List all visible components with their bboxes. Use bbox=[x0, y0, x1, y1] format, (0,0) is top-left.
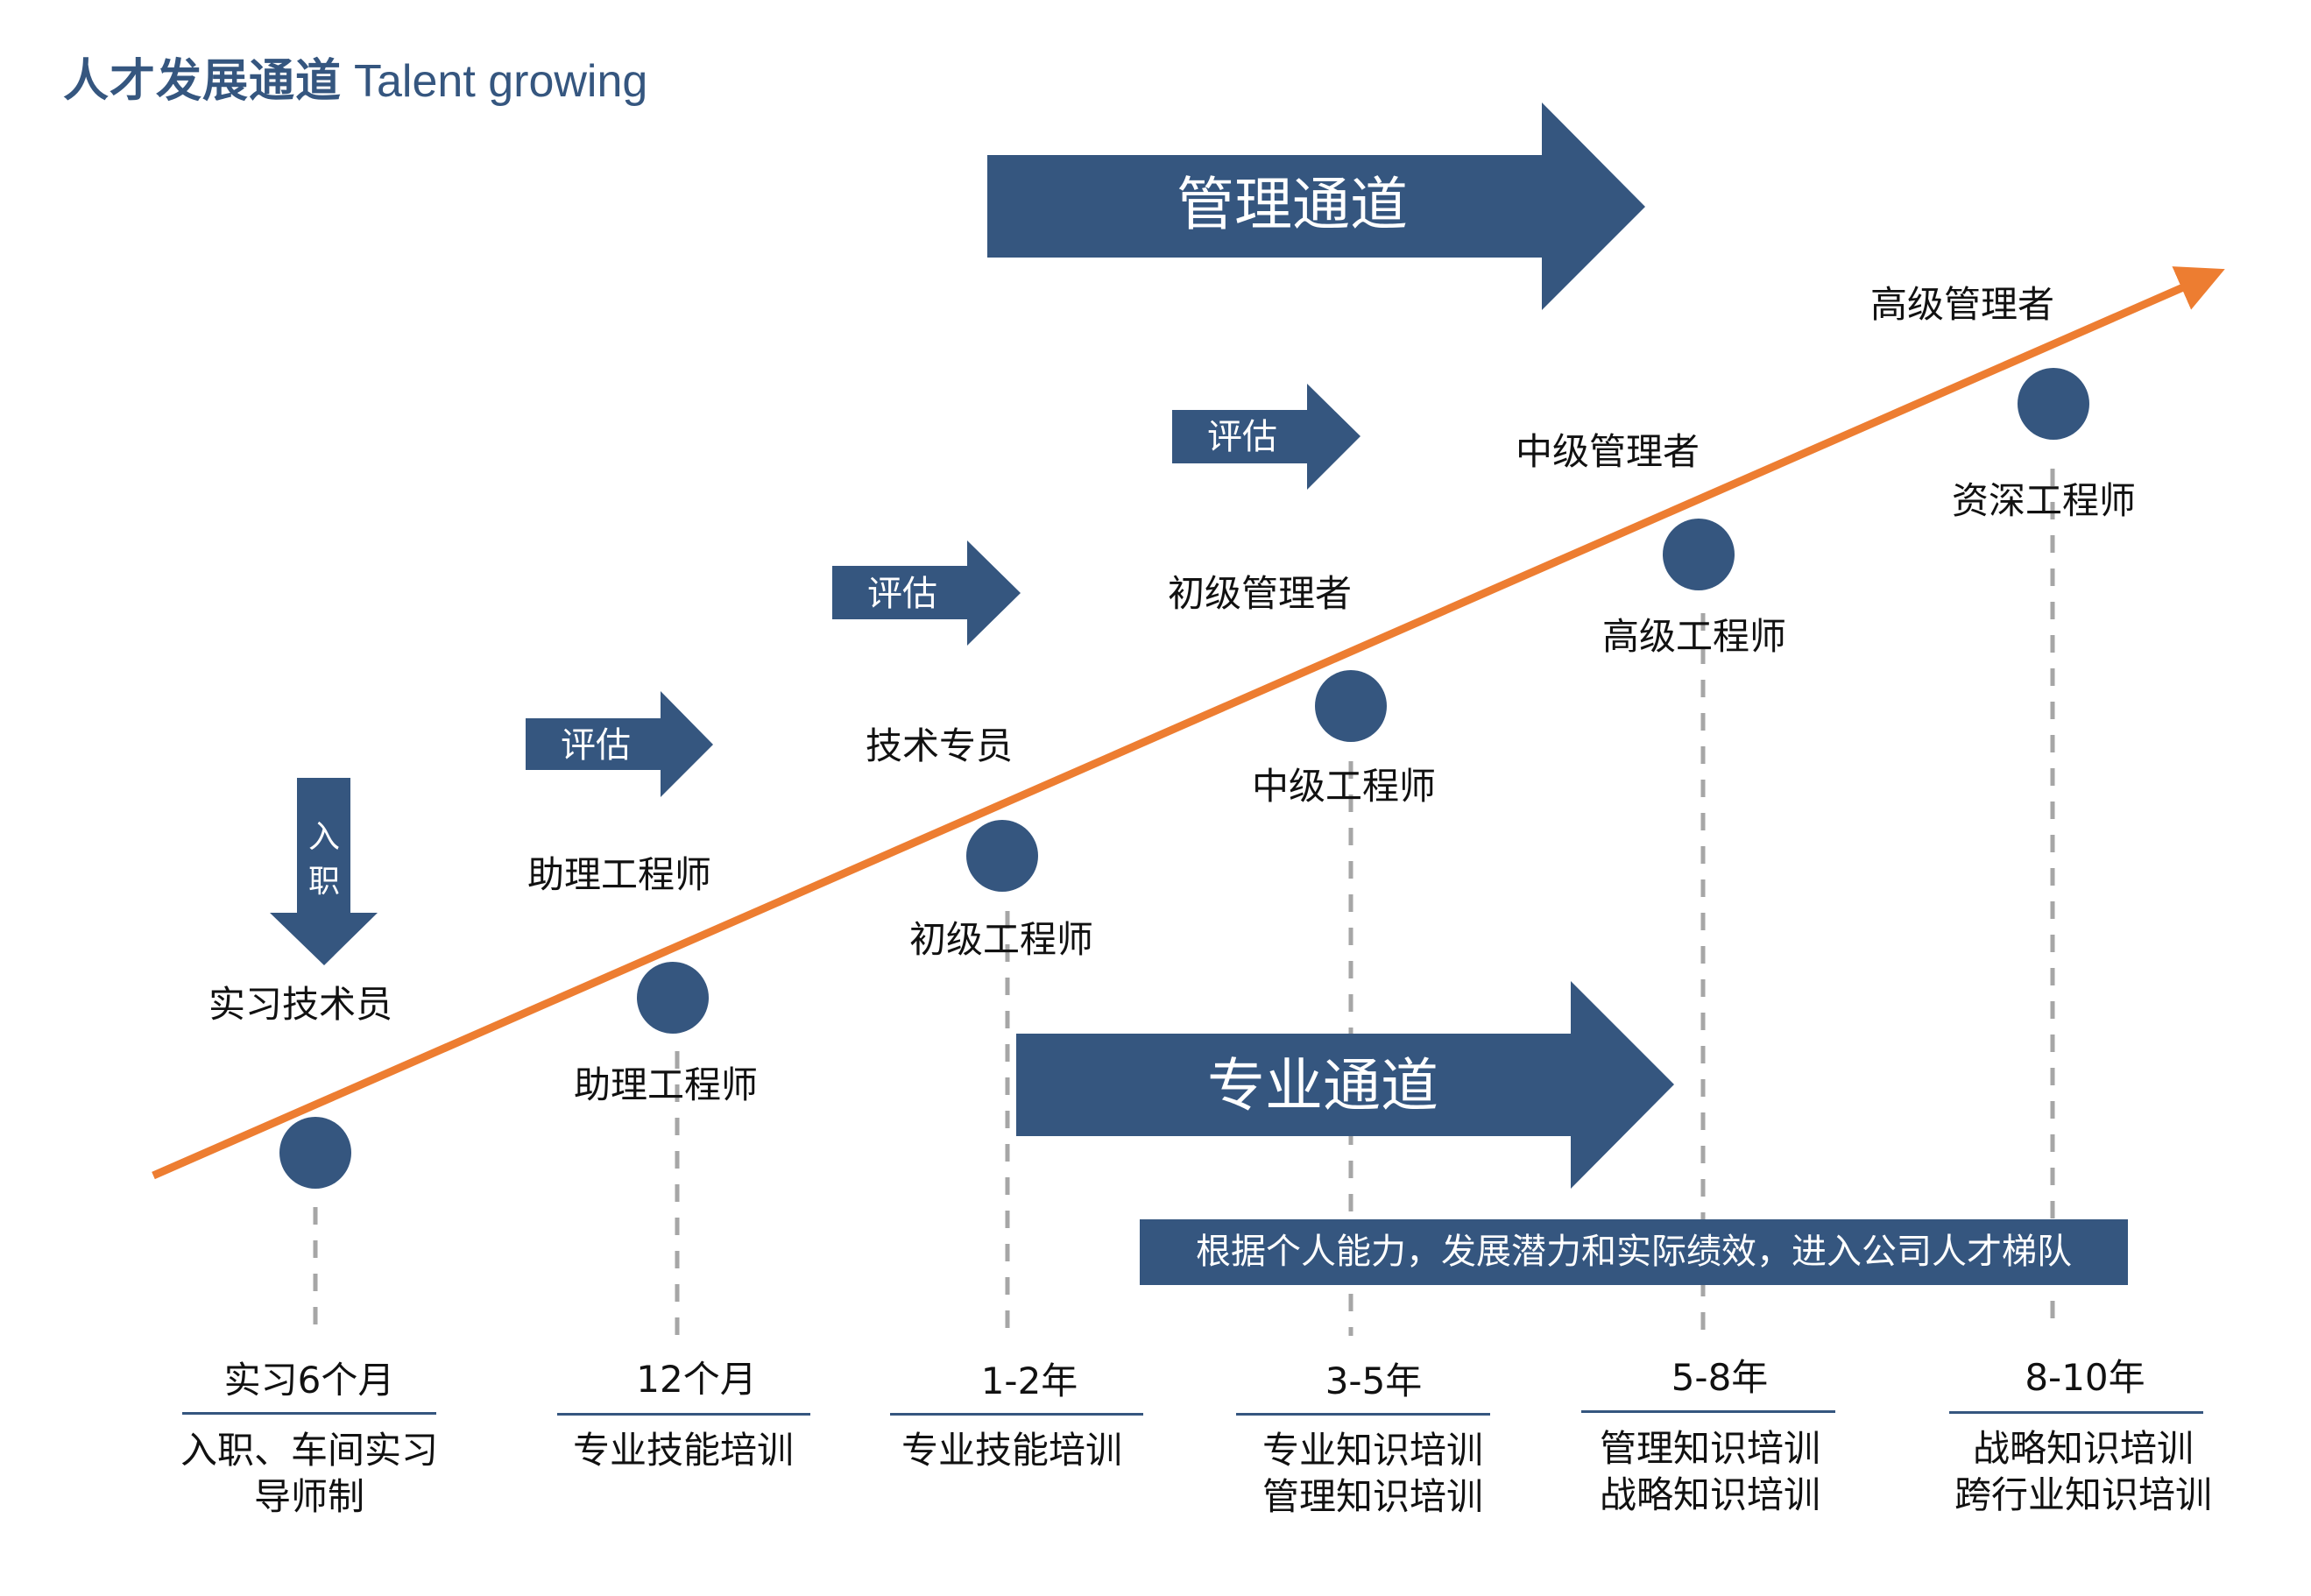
training-line: 专业技能培训 bbox=[901, 1429, 1123, 1472]
evaluate-arrow-label: 评估 bbox=[1207, 417, 1277, 457]
start-role-label: 实习技术员 bbox=[208, 983, 393, 1026]
training-text: 战略知识培训 跨行业知识培训 bbox=[1954, 1425, 2212, 1518]
tech-role-label: 初级工程师 bbox=[908, 918, 1094, 961]
period-label: 5-8年 bbox=[1671, 1356, 1769, 1399]
period-label: 实习6个月 bbox=[223, 1359, 395, 1402]
tech-role-label: 助理工程师 bbox=[573, 1063, 759, 1106]
period-underline bbox=[890, 1413, 1143, 1416]
evaluate-arrow-label: 评估 bbox=[867, 574, 937, 614]
period-underline bbox=[182, 1412, 436, 1415]
evaluate-arrow bbox=[1172, 384, 1360, 490]
training-line: 专业知识培训 bbox=[1262, 1429, 1484, 1472]
training-line: 导师制 bbox=[253, 1475, 365, 1518]
milestone-dot bbox=[966, 820, 1038, 892]
period-underline bbox=[1581, 1410, 1835, 1413]
training-line: 专业技能培训 bbox=[572, 1429, 795, 1472]
management-role-label: 中级管理者 bbox=[1515, 430, 1700, 473]
period-label: 3-5年 bbox=[1325, 1359, 1423, 1402]
period-label: 12个月 bbox=[636, 1358, 757, 1401]
evaluate-arrow bbox=[832, 540, 1021, 646]
training-text: 入职、车间实习 导师制 bbox=[180, 1427, 438, 1520]
period-underline bbox=[1949, 1411, 2203, 1414]
entry-arrow-char: 入 bbox=[308, 819, 340, 855]
training-line: 入职、车间实习 bbox=[180, 1429, 439, 1472]
training-line: 管理知识培训 bbox=[1262, 1475, 1484, 1518]
training-text: 管理知识培训 战略知识培训 bbox=[1600, 1425, 1820, 1518]
title-english: Talent growing bbox=[354, 56, 648, 107]
evaluate-arrow bbox=[526, 691, 713, 797]
professional-channel-label: 专业通道 bbox=[1207, 1052, 1438, 1119]
milestone-dot bbox=[1663, 519, 1735, 590]
training-line: 跨行业知识培训 bbox=[1954, 1473, 2213, 1516]
management-role-label: 高级管理者 bbox=[1869, 283, 2055, 326]
period-underline bbox=[1236, 1413, 1490, 1416]
evaluate-arrow-label: 评估 bbox=[561, 725, 631, 766]
title-chinese: 人才发展通道 bbox=[63, 55, 343, 108]
tech-role-label: 资深工程师 bbox=[1951, 479, 2137, 522]
tech-role-label: 高级工程师 bbox=[1601, 615, 1787, 658]
period-underline bbox=[557, 1413, 810, 1416]
period-label: 8-10年 bbox=[2025, 1356, 2145, 1399]
milestone-dot bbox=[1315, 670, 1387, 742]
training-text: 专业技能培训 bbox=[901, 1427, 1122, 1473]
growth-trend-arrow bbox=[152, 266, 2225, 1180]
entry-arrow-char: 职 bbox=[308, 864, 340, 900]
milestone-dots bbox=[279, 368, 2089, 1189]
period-label: 1-2年 bbox=[980, 1359, 1078, 1402]
professional-channel-arrow bbox=[1016, 981, 1674, 1189]
management-role-label: 技术专员 bbox=[865, 724, 1014, 767]
upper-tech-role-label: 助理工程师 bbox=[527, 853, 712, 896]
training-line: 战略知识培训 bbox=[1972, 1427, 2194, 1470]
milestone-dot bbox=[637, 962, 709, 1034]
talent-pipeline-banner: 根据个人能力，发展潜力和实际绩效，进入公司人才梯队 bbox=[1140, 1219, 2128, 1285]
training-text: 专业技能培训 bbox=[573, 1427, 794, 1473]
management-channel-label: 管理通道 bbox=[1177, 171, 1408, 238]
management-role-label: 初级管理者 bbox=[1167, 572, 1353, 615]
management-channel-arrow bbox=[987, 102, 1645, 310]
training-line: 战略知识培训 bbox=[1599, 1473, 1821, 1516]
training-text: 专业知识培训 管理知识培训 bbox=[1262, 1427, 1483, 1520]
milestone-dot bbox=[279, 1117, 351, 1189]
milestone-dot bbox=[2018, 368, 2089, 440]
training-line: 管理知识培训 bbox=[1599, 1427, 1821, 1470]
entry-arrow bbox=[270, 778, 378, 965]
tech-role-label: 中级工程师 bbox=[1251, 765, 1437, 808]
